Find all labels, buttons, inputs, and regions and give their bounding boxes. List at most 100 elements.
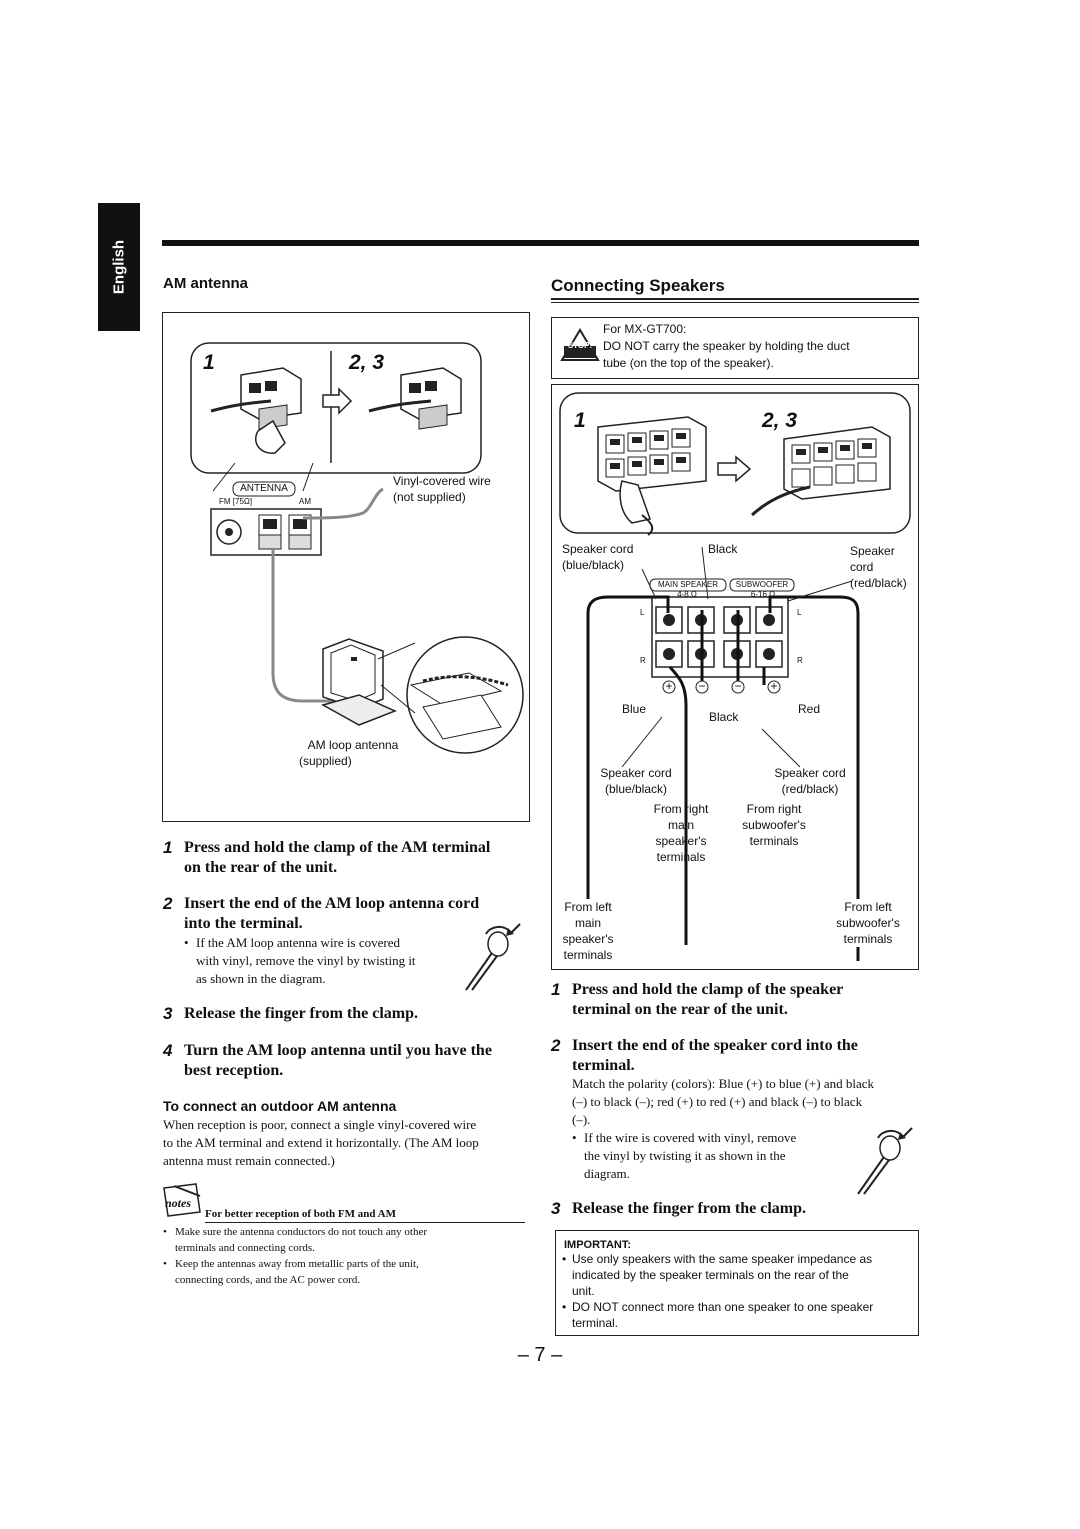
am-step-3: 3 Release the finger from the clamp. (163, 1004, 533, 1024)
caution-line-1: For MX-GT700: (603, 322, 687, 336)
vinyl-wire-label: Vinyl-covered wire (393, 474, 491, 488)
am-step-4-num: 4 (163, 1041, 173, 1060)
am-vinyl-line2: with vinyl, remove the vinyl by twisting… (196, 953, 416, 968)
fig-am-step-b: 2, 3 (349, 351, 385, 374)
am-vinyl-line1: If the AM loop antenna wire is covered (196, 935, 400, 950)
plus-mark-1: + (665, 679, 673, 693)
from-left-sub: From left subwoofer's terminals (818, 899, 918, 947)
from-right-sub: From right subwoofer's terminals (724, 801, 824, 849)
speaker-step-3-line1: Release the finger from the clamp. (572, 1200, 807, 1217)
main-speaker-label: MAIN SPEAKER (657, 580, 718, 589)
polarity-line-2: (–) to black (–); red (+) to red (+) and… (572, 1094, 863, 1109)
notes-bullet-1: • Make sure the antenna conductors do no… (163, 1226, 428, 1254)
am-step-2: 2 Insert the end of the AM loop antenna … (163, 894, 533, 934)
main-ohm-label: 4-8 Ω (677, 590, 697, 599)
cord-bl-label-1: Speaker cord (600, 766, 672, 780)
speakers-heading-rule (551, 298, 919, 300)
cord-left-label-2: (blue/black) (562, 558, 625, 572)
plus-mark-2: + (770, 679, 778, 693)
outdoor-line-2: to the AM terminal and extend it horizon… (163, 1135, 479, 1150)
label-l-left: L (640, 608, 645, 617)
am-label: AM (299, 497, 311, 506)
cord-right-outer (768, 595, 860, 961)
from-right-sub-2: subwoofer's (742, 818, 806, 832)
am-step-2-line1: Insert the end of the AM loop antenna co… (184, 895, 480, 912)
cord-bl-label-2: (blue/black) (604, 782, 668, 796)
speaker-step-1: 1 Press and hold the clamp of the speake… (551, 980, 921, 1020)
am-vinyl-bullet: • If the AM loop antenna wire is covered… (184, 935, 416, 986)
notes-bullet-1-line2: terminals and connecting cords. (175, 1242, 315, 1254)
from-left-main-3: speaker's (562, 932, 614, 946)
speaker-terminal-step1 (597, 416, 707, 536)
cord-right-label-1: Speaker (850, 544, 895, 558)
important-bullet-2-line1: DO NOT connect more than one speaker to … (572, 1300, 874, 1314)
outdoor-antenna-heading: To connect an outdoor AM antenna (163, 1098, 397, 1114)
important-heading: IMPORTANT: (564, 1239, 632, 1251)
cord-left-label-1: Speaker cord (562, 542, 634, 556)
am-antenna-figure: 1 2, 3 ANTENNA FM [75Ω] AM Vinyl-covered… (162, 312, 530, 822)
loop-antenna-label: AM loop antenna (307, 738, 399, 752)
cord-left-inner (668, 666, 688, 945)
am-terminal-step2 (368, 367, 462, 430)
label-r-left: R (640, 656, 646, 665)
caution-box: STOP! For MX-GT700: DO NOT carry the spe… (551, 317, 919, 379)
am-step-4-line1: Turn the AM loop antenna until you have … (184, 1042, 492, 1059)
loop-antenna-cable (271, 549, 333, 703)
minus-mark-2: − (734, 679, 742, 693)
speaker-terminal-step2 (750, 426, 891, 517)
important-bullet-1-line2: indicated by the speaker terminals on th… (572, 1268, 849, 1282)
cord-left-outer (586, 595, 670, 961)
am-antenna-diagram (190, 342, 524, 754)
am-step-3-num: 3 (163, 1004, 173, 1023)
notes-bullet-2-line2: connecting cords, and the AC power cord. (175, 1274, 361, 1286)
important-box: IMPORTANT: • Use only speakers with the … (555, 1230, 919, 1336)
notes-rule (205, 1222, 525, 1223)
stop-icon-text: STOP! (567, 341, 593, 350)
from-right-main-4: terminals (656, 850, 706, 864)
outdoor-line-3: antenna must remain connected.) (163, 1153, 335, 1168)
cord-right-label-2: cord (850, 560, 874, 574)
am-step-4-line2: best reception. (184, 1062, 284, 1079)
fig-speaker-step-a: 1 (574, 409, 586, 432)
fig-am-step-a: 1 (203, 351, 215, 374)
speaker-vinyl-line3: diagram. (584, 1166, 630, 1181)
red-label: Red (798, 702, 821, 716)
from-right-main-2: main (667, 818, 694, 832)
notes-heading: For better reception of both FM and AM (205, 1208, 396, 1220)
speaker-vinyl-bullet: • If the wire is covered with vinyl, rem… (572, 1130, 797, 1181)
am-step-1: 1 Press and hold the clamp of the AM ter… (163, 838, 533, 878)
fm-label: FM [75Ω] (219, 497, 253, 506)
speaker-step-1-line2: terminal on the rear of the unit. (572, 1001, 788, 1018)
speaker-diagram (559, 392, 911, 961)
from-right-main-1: From right (653, 802, 709, 816)
fm-label-text: FM (219, 497, 231, 506)
am-step-1-line2: on the rear of the unit. (184, 859, 338, 876)
cord-br-label-2: (red/black) (781, 782, 839, 796)
am-step-4: 4 Turn the AM loop antenna until you hav… (163, 1041, 533, 1081)
label-r-right: R (797, 656, 803, 665)
notes-bullet-2: • Keep the antennas away from metallic p… (163, 1258, 419, 1286)
notes-bullet-1-line1: Make sure the antenna conductors do not … (175, 1226, 428, 1238)
speaker-step-3: 3 Release the finger from the clamp. (551, 1199, 921, 1219)
notes-bullet-2-line1: Keep the antennas away from metallic par… (175, 1258, 419, 1270)
stop-icon (560, 328, 600, 361)
speaker-terminals (655, 606, 783, 668)
from-left-sub-3: terminals (843, 932, 893, 946)
am-loop-antenna (321, 638, 397, 726)
blue-label: Blue (622, 702, 647, 716)
polarity-line-3: (–). (572, 1112, 591, 1127)
minus-mark-1: − (698, 679, 706, 693)
cord-right-label-3: (red/black) (850, 576, 907, 590)
speaker-step-2: 2 Insert the end of the speaker cord int… (551, 1036, 921, 1076)
from-left-main-1: From left (564, 900, 612, 914)
from-left-main: From left main speaker's terminals (552, 899, 624, 963)
twist-wire-icon-2 (857, 1127, 913, 1195)
polarity-line-1: Match the polarity (colors): Blue (+) to… (572, 1076, 875, 1091)
important-bullet-1-line1: Use only speakers with the same speaker … (572, 1252, 873, 1266)
twist-wire-icon (465, 923, 521, 991)
speaker-vinyl-line1: If the wire is covered with vinyl, remov… (584, 1130, 797, 1145)
am-terminal-step1 (210, 367, 302, 454)
am-antenna-heading: AM antenna (163, 275, 249, 292)
outdoor-line-1: When reception is poor, connect a single… (163, 1117, 477, 1132)
from-right-main: From right main speaker's terminals (636, 801, 726, 865)
